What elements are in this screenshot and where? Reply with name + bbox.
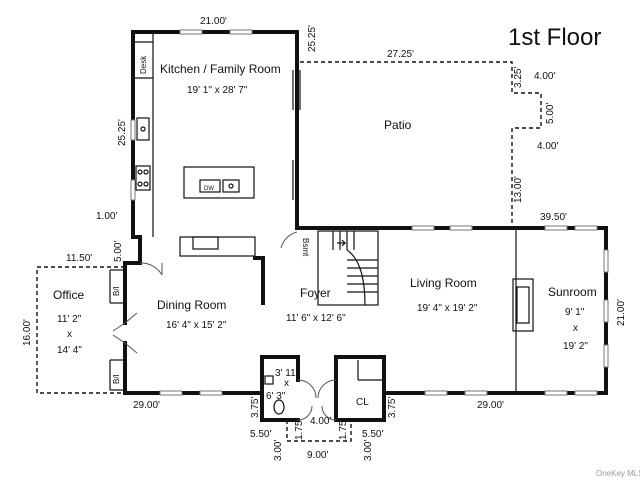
dim-entry-4: 4.00' [310, 416, 331, 427]
dim-patio-13: 13.00' [513, 176, 524, 203]
sink-icon [136, 117, 150, 141]
dishwasher-label: DW [204, 186, 214, 192]
dimension-labels: 21.00' 25.25' 27.25' 3.25' 4.00' 5.00' 4… [22, 16, 627, 461]
porch-outline [286, 420, 352, 442]
built-in-bottom-label: B/I [112, 374, 121, 384]
dim-entry-5-5-right: 5.50' [362, 429, 383, 440]
entry-walls [260, 355, 386, 422]
dim-bottom-29-left: 29.00' [133, 400, 160, 411]
patio-name: Patio [384, 118, 412, 132]
watermark: OneKey MLS [596, 469, 640, 478]
dim-entry-3-left: 3.00' [273, 440, 284, 461]
dim-entry-3-75-left: 3.75' [250, 397, 261, 418]
dim-left-5: 5.00' [113, 241, 124, 262]
dim-living-39-5: 39.50' [540, 212, 567, 223]
dim-top-21: 21.00' [200, 16, 227, 27]
dim-entry-1-75-left: 1.75' [294, 419, 305, 440]
dining-door [139, 262, 163, 276]
sunroom-size-x: x [573, 323, 578, 334]
office-size-w: 11' 2" [57, 314, 82, 325]
dim-patio-3-25: 3.25' [513, 67, 524, 88]
dim-entry-3-right: 3.00' [363, 440, 374, 461]
kitchen-size: 19' 1" x 28' 7" [187, 85, 248, 96]
dim-patio-4-top: 4.00' [534, 71, 555, 82]
sunroom-size-l: 19' 2" [563, 341, 588, 352]
dim-office-11-5: 11.50' [66, 253, 92, 264]
office-size-l: 14' 4" [57, 345, 82, 356]
dim-office-16: 16.00' [22, 319, 33, 346]
french-doors [112, 312, 138, 354]
built-in-top-label: B/I [112, 286, 121, 296]
dim-sunroom-21: 21.00' [616, 299, 627, 326]
dim-left-1: 1.00' [96, 211, 117, 222]
dining-name: Dining Room [157, 298, 226, 312]
floor-title: 1st Floor [508, 24, 601, 51]
dining-size: 16' 4" x 15' 2" [166, 320, 227, 331]
dim-entry-3-75-right: 3.75' [387, 397, 398, 418]
dim-patio-27: 27.25' [387, 49, 414, 60]
toilet-icon [264, 375, 285, 415]
dim-entry-9: 9.00' [307, 450, 328, 461]
foyer-name: Foyer [300, 286, 331, 300]
kitchen-name: Kitchen / Family Room [160, 62, 281, 76]
bath-size-l: 6' 3" [266, 391, 286, 402]
dim-patio-4-mid: 4.00' [537, 141, 558, 152]
bath-size-w: 3' 11" [275, 368, 300, 379]
living-name: Living Room [410, 276, 477, 290]
dim-bottom-29-right: 29.00' [477, 400, 504, 411]
dim-entry-1-75-right: 1.75' [338, 419, 349, 440]
dim-patio-5: 5.00' [545, 103, 556, 124]
range-icon [135, 165, 151, 191]
desk-label: Desk [139, 55, 148, 74]
office-name: Office [53, 288, 84, 302]
dim-kitchen-left: 25.25' [117, 119, 128, 146]
sunroom-size-w: 9' 1" [565, 307, 585, 318]
dim-kitchen-right: 25.25' [307, 25, 318, 52]
sunroom-name: Sunroom [548, 285, 597, 299]
office-outline [36, 266, 125, 394]
living-size: 19' 4" x 19' 2" [417, 303, 478, 314]
kitchen-sliders [292, 70, 301, 200]
staircase [317, 230, 379, 306]
closet-label: CL [356, 397, 369, 408]
fireplace-icon [512, 278, 534, 332]
foyer-size: 11' 6" x 12' 6" [286, 313, 346, 324]
basement-door [280, 231, 298, 249]
dim-entry-5-5-left: 5.50' [250, 429, 271, 440]
office-size-x: x [67, 329, 72, 340]
basement-label: Bsmt [301, 238, 310, 257]
buffet-counter [179, 236, 256, 257]
bath-size-x: x [284, 378, 289, 389]
patio-outline [300, 61, 542, 228]
entry-doors [297, 379, 337, 421]
kitchen-island [183, 166, 255, 199]
windows [130, 29, 609, 396]
